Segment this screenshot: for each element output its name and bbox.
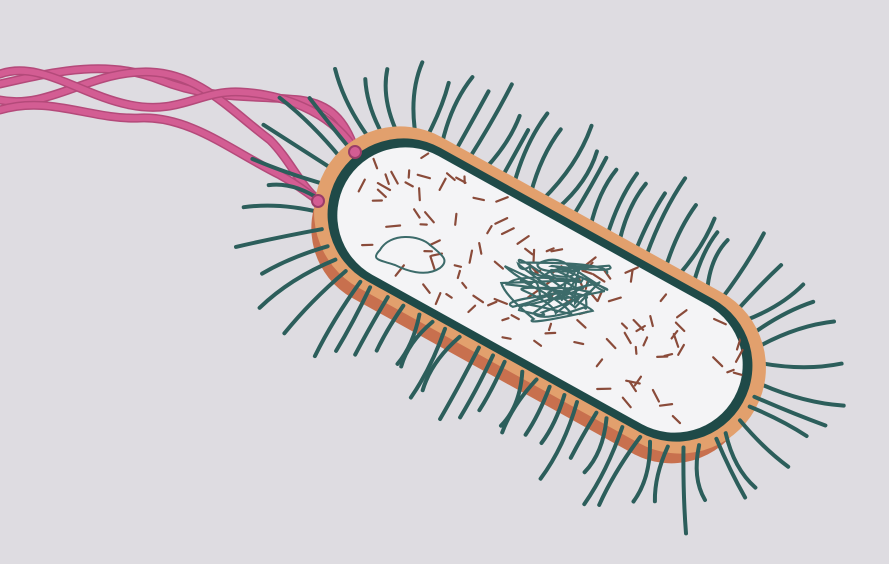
ribosome	[455, 265, 461, 267]
ribosome	[419, 188, 420, 200]
flagellum-hook	[312, 195, 324, 207]
ribosome	[409, 170, 410, 177]
ribosome	[386, 226, 400, 227]
ribosome	[503, 337, 511, 339]
ribosome	[534, 250, 535, 263]
ribosome	[636, 347, 637, 354]
ribosome	[455, 214, 456, 225]
ribosome	[546, 333, 556, 334]
flagellum-hook	[349, 146, 361, 158]
